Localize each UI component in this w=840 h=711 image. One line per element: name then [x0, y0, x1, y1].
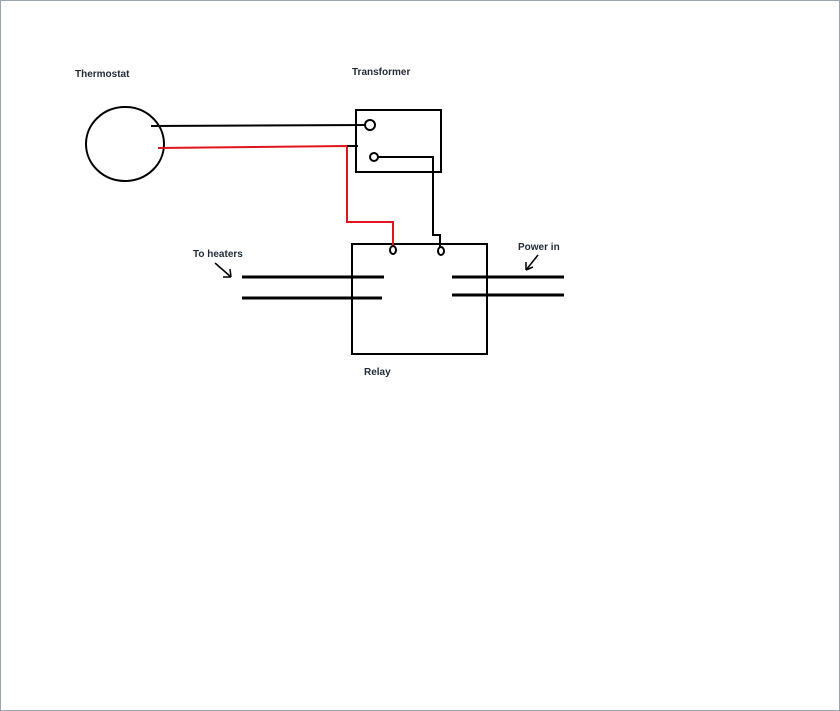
to-heaters-arrow-icon [214, 262, 232, 278]
thermostat-black-wire [150, 124, 370, 127]
transformer-label: Transformer [352, 67, 410, 78]
relay-label: Relay [364, 367, 391, 378]
to-heaters-label: To heaters [193, 249, 243, 260]
relay-terminal-right [437, 246, 445, 256]
transformer-terminal-bottom [369, 152, 379, 162]
power-in-label: Power in [518, 242, 560, 253]
power-in-arrow-icon [525, 254, 539, 271]
relay-terminal-left [389, 245, 397, 255]
transformer-terminal-top [364, 119, 376, 131]
thermostat-red-wire [157, 144, 394, 247]
transformer-relay-black-wire [375, 156, 441, 248]
thermostat-circle [85, 106, 165, 182]
thermostat-label: Thermostat [75, 69, 130, 80]
